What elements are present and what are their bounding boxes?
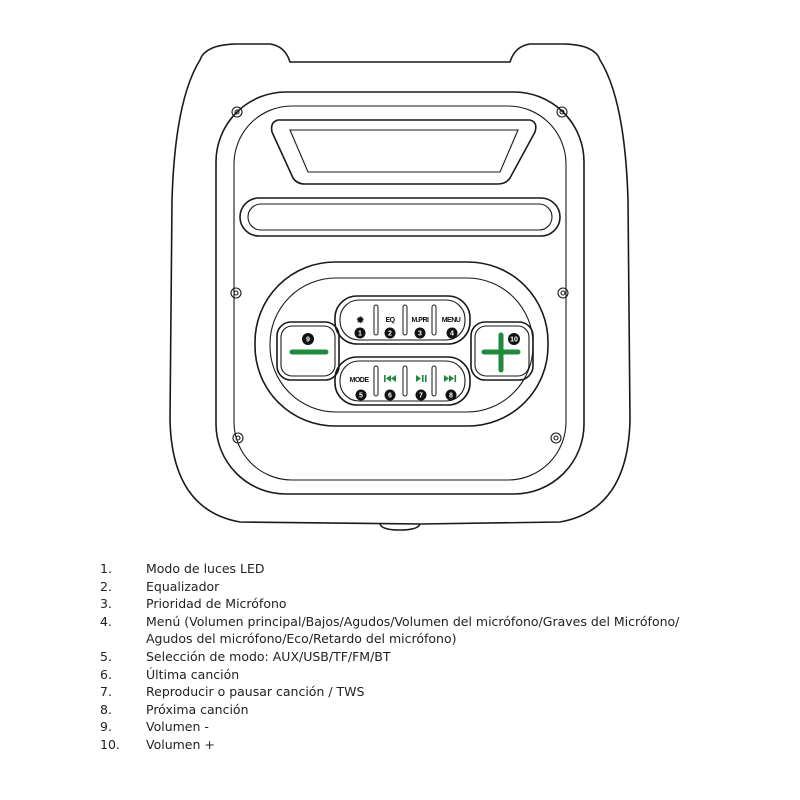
- legend-number: 7.: [100, 684, 112, 700]
- legend-number: 2.: [100, 578, 112, 594]
- mode-button[interactable]: MODE 5: [350, 377, 370, 401]
- svg-text:6: 6: [388, 393, 392, 400]
- legend-text: Próxima canción: [146, 701, 249, 717]
- bottom-tab: [379, 523, 421, 531]
- legend-item: 7. Reproducir o pausar canción / TWS: [100, 683, 706, 701]
- speaker-body-outline: [169, 43, 631, 525]
- svg-text:3: 3: [418, 331, 422, 338]
- volume-plus-button[interactable]: 10: [470, 321, 534, 381]
- inner-frame: [233, 105, 567, 481]
- top-button-group: [334, 295, 471, 345]
- control-panel-inner: [269, 277, 534, 413]
- next-track-icon: [444, 375, 457, 382]
- legend-item: 4. Menú (Volumen principal/Bajos/Agudos/V…: [100, 613, 706, 648]
- control-panel: [254, 261, 549, 427]
- bottom-button-group: [334, 356, 471, 406]
- legend-text: Menú (Volumen principal/Bajos/Agudos/Vol…: [146, 613, 680, 647]
- legend-item: 8. Próxima canción: [100, 701, 706, 719]
- menu-button[interactable]: MENU 4: [442, 317, 461, 339]
- button-legend: 1. Modo de luces LED 2. Equalizador 3. Prio…: [100, 560, 706, 754]
- led-mode-button[interactable]: ✹ 1: [354, 315, 366, 339]
- previous-track-button[interactable]: 6: [384, 375, 396, 401]
- svg-text:1: 1: [358, 331, 362, 338]
- volume-plus-icon: [481, 332, 521, 373]
- next-track-button[interactable]: 8: [444, 375, 457, 401]
- legend-text: Volumen +: [146, 736, 215, 752]
- volume-minus-button[interactable]: 9: [276, 321, 340, 381]
- badge-10: 10: [510, 337, 518, 344]
- svg-text:8: 8: [449, 393, 453, 400]
- eq-button[interactable]: EQ 2: [384, 317, 396, 339]
- legend-item: 9. Volumen -: [100, 718, 706, 736]
- legend-number: 10.: [100, 736, 120, 752]
- handle-inner: [289, 129, 519, 173]
- legend-item: 2. Equalizador: [100, 578, 706, 596]
- svg-text:MODE: MODE: [350, 377, 370, 384]
- play-pause-icon: [416, 375, 427, 382]
- svg-text:4: 4: [450, 331, 454, 338]
- legend-item: 10. Volumen +: [100, 736, 706, 754]
- legend-number: 3.: [100, 596, 112, 612]
- legend-item: 6. Última canción: [100, 666, 706, 684]
- legend-text: Volumen -: [146, 719, 209, 735]
- legend-number: 4.: [100, 613, 112, 629]
- legend-item: 5. Selección de modo: AUX/USB/TF/FM/BT: [100, 648, 706, 666]
- legend-number: 5.: [100, 648, 112, 664]
- legend-number: 9.: [100, 719, 112, 735]
- legend-number: 8.: [100, 701, 112, 717]
- legend-text: Modo de luces LED: [146, 561, 265, 576]
- legend-text: Prioridad de Micrófono: [146, 596, 287, 612]
- previous-track-icon: [384, 375, 396, 382]
- speaker-top-diagram: 9 10 ✹ 1 EQ 2 M.PRI 3 MENU 4 MODE 5 6 7: [169, 43, 631, 531]
- carry-handle: [270, 119, 537, 185]
- legend-number: 1.: [100, 561, 112, 576]
- svg-text:7: 7: [419, 393, 423, 400]
- svg-text:5: 5: [359, 393, 363, 400]
- legend-text: Reproducir o pausar canción / TWS: [146, 684, 365, 700]
- svg-text:EQ: EQ: [385, 317, 395, 324]
- svg-text:MENU: MENU: [442, 317, 461, 324]
- legend-text: Última canción: [146, 666, 240, 682]
- top-slot: [239, 197, 561, 237]
- play-pause-button[interactable]: 7: [415, 375, 427, 401]
- led-light-icon: ✹: [355, 315, 364, 325]
- outer-frame: [215, 91, 585, 495]
- legend-text: Equalizador: [146, 578, 220, 594]
- badge-9: 9: [306, 337, 310, 344]
- svg-text:M.PRI: M.PRI: [412, 317, 430, 324]
- mic-priority-button[interactable]: M.PRI 3: [412, 317, 430, 339]
- legend-item: 3. Prioridad de Micrófono: [100, 595, 706, 613]
- legend-item: 1. Modo de luces LED: [100, 560, 706, 578]
- legend-number: 6.: [100, 666, 112, 682]
- top-slot-inner: [247, 203, 553, 231]
- legend-text: Selección de modo: AUX/USB/TF/FM/BT: [146, 648, 391, 664]
- svg-text:2: 2: [388, 331, 392, 338]
- screws: [230, 106, 569, 444]
